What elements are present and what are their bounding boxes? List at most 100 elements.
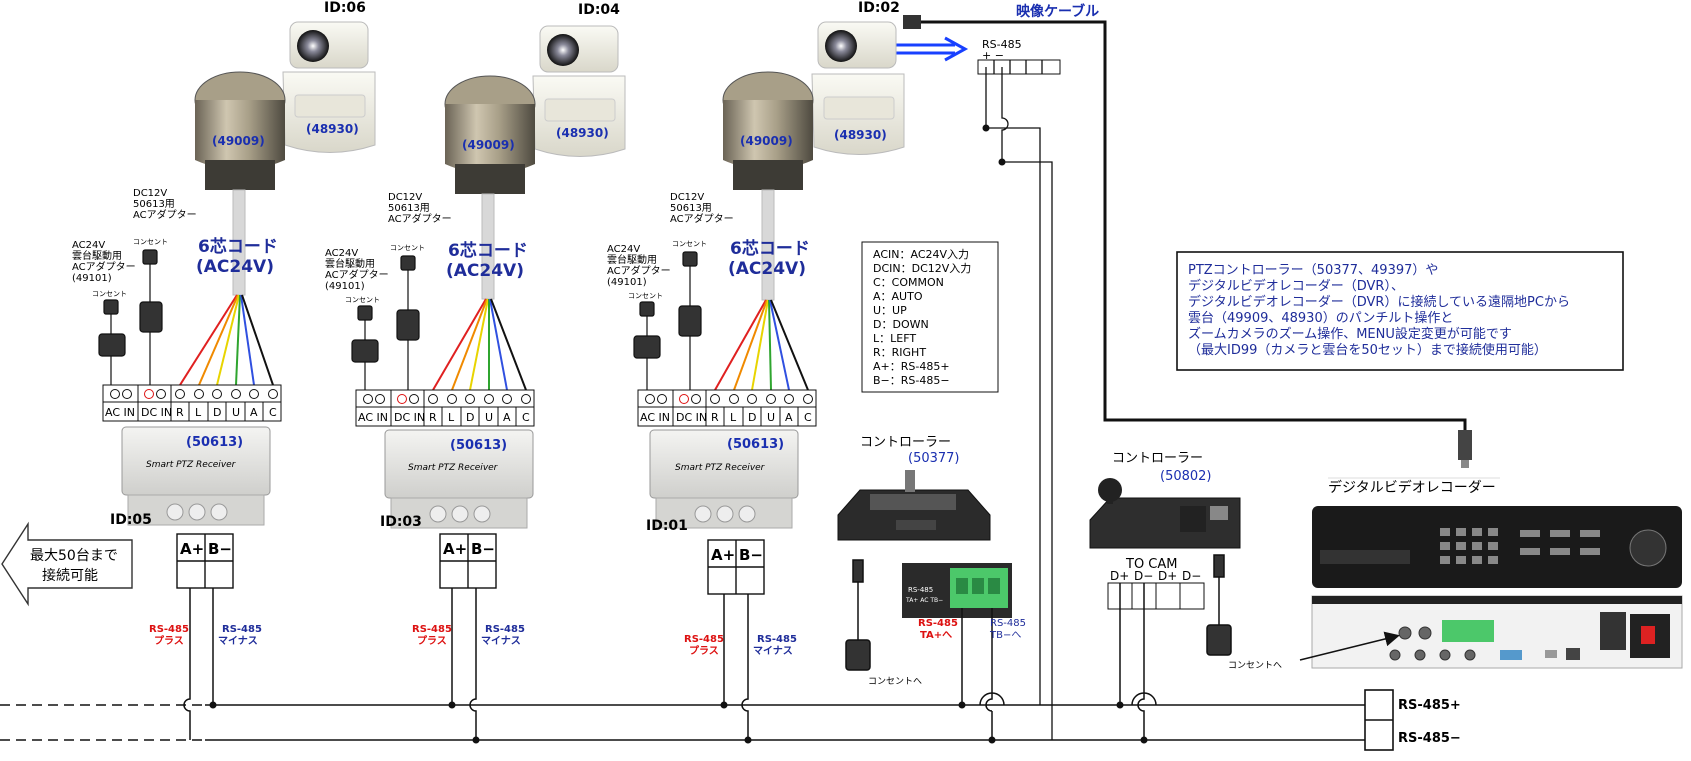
dc-in-label: DC IN bbox=[394, 411, 425, 424]
term-l: L bbox=[730, 411, 737, 424]
rs485-plus-l1: RS-485 bbox=[149, 624, 189, 635]
ac-adapter-l2: 雲台駆動用 bbox=[325, 257, 375, 270]
rs485-plus-l1: RS-485 bbox=[684, 634, 724, 645]
cam-term: D− bbox=[1182, 569, 1201, 583]
camera-id: ID:06 bbox=[324, 0, 366, 16]
term-r: R bbox=[176, 406, 184, 419]
receiver-3: DC12V 50613用 ACアダプター AC24V 雲台駆動用 ACアダプター… bbox=[607, 192, 817, 744]
terminal-strip bbox=[102, 384, 282, 422]
a-plus: A+ bbox=[443, 540, 467, 558]
camera-id: ID:04 bbox=[578, 2, 620, 18]
a-plus: A+ bbox=[711, 546, 735, 564]
cord-voltage: (AC24V) bbox=[446, 261, 524, 281]
receiver-2: DC12V 50613用 ACアダプター AC24V 雲台駆動用 ACアダプター… bbox=[325, 192, 535, 744]
receiver-1: DC12V 50613用 ACアダプター AC24V 雲台駆動用 ACアダプター… bbox=[72, 188, 282, 740]
video-cable bbox=[903, 15, 1472, 468]
rs485-ta-l1: RS-485 bbox=[918, 618, 958, 629]
info-line: デジタルビデオレコーダー（DVR）に接続している遠隔地PCから bbox=[1188, 294, 1570, 310]
dc-adapter-l2: 50613用 bbox=[133, 199, 175, 210]
rs485-plus-l2: プラス bbox=[417, 634, 447, 647]
camera-unit-3: ID:02 (48930) (49009) 6芯コード (AC24V) bbox=[722, 0, 905, 301]
top-rs485-label: RS-485 bbox=[982, 38, 1022, 51]
rs485-minus-l1: RS-485 bbox=[222, 624, 262, 635]
bus-label-minus: RS-485− bbox=[1398, 731, 1461, 746]
ac-adapter-l4: (49101) bbox=[607, 277, 647, 288]
ac-in-label: AC IN bbox=[640, 411, 670, 424]
ac-adapter-l3: ACアダプター bbox=[72, 260, 136, 273]
term-u: U bbox=[232, 406, 240, 419]
dc-in-label: DC IN bbox=[141, 406, 172, 419]
ac-adapter-l2: 雲台駆動用 bbox=[72, 249, 122, 262]
legend-item: U：UP bbox=[873, 304, 907, 317]
rs485-ta-l2: TA+へ bbox=[920, 630, 952, 641]
dvr: デジタルビデオレコーダー bbox=[1299, 477, 1683, 669]
info-line: PTZコントローラー（50377、49397）や bbox=[1188, 263, 1438, 278]
rs485-plus-l2: プラス bbox=[689, 644, 719, 657]
to-cam-label: TO CAM bbox=[1125, 557, 1178, 572]
top-rs485-terminal: RS-485 + − bbox=[977, 38, 1061, 740]
cord-voltage: (AC24V) bbox=[728, 259, 806, 279]
dc-adapter-l2: 50613用 bbox=[670, 203, 712, 214]
cam-term: D− bbox=[1134, 569, 1153, 583]
receiver-model: (50613) bbox=[450, 438, 507, 453]
outlet-label: コンセント bbox=[133, 238, 168, 246]
rs485-minus-l1: RS-485 bbox=[757, 634, 797, 645]
dc-adapter-l1: DC12V bbox=[670, 192, 704, 203]
legend-item: DCIN：DC12V入力 bbox=[873, 262, 971, 275]
info-line: 雲台（49909、48930）のパンチルト操作と bbox=[1188, 310, 1453, 326]
legend-item: L：LEFT bbox=[873, 332, 916, 345]
receiver-id: ID:05 bbox=[110, 512, 152, 528]
rs485-minus-l2: マイナス bbox=[481, 635, 521, 647]
outlet-to-label: コンセントへ bbox=[1228, 660, 1282, 671]
cord-voltage: (AC24V) bbox=[196, 257, 274, 277]
rs485-plus-l1: RS-485 bbox=[412, 624, 452, 635]
terminal-small-l2: TA+ AC TB− bbox=[905, 597, 943, 604]
rs485-plus-l2: プラス bbox=[154, 634, 184, 647]
expansion-arrow: 最大50台まで 接続可能 bbox=[1, 521, 133, 607]
legend-item: R：RIGHT bbox=[873, 346, 926, 359]
top-rs485-signs: + − bbox=[982, 49, 1004, 62]
terminal-small-l1: RS-485 bbox=[908, 586, 933, 594]
camera-unit-1: ID:06 (48930) (49009) 6芯コード (AC24V) bbox=[194, 0, 376, 296]
outlet-to-label: コンセントへ bbox=[868, 676, 922, 687]
pan-head-model: (49009) bbox=[462, 138, 515, 152]
arrow-text-l2: 接続可能 bbox=[42, 567, 98, 584]
legend-item: A：AUTO bbox=[873, 290, 923, 303]
dc-adapter-l2: 50613用 bbox=[388, 203, 430, 214]
legend-box: ACIN：AC24V入力 DCIN：DC12V入力 C：COMMON A：AUT… bbox=[861, 241, 999, 393]
ac-in-label: AC IN bbox=[358, 411, 388, 424]
term-d: D bbox=[213, 406, 221, 419]
ac-adapter-l2: 雲台駆動用 bbox=[607, 253, 657, 266]
term-c: C bbox=[269, 406, 277, 419]
legend-item: A+：RS-485+ bbox=[873, 360, 950, 373]
term-l: L bbox=[448, 411, 455, 424]
legend-item: D：DOWN bbox=[873, 318, 929, 331]
receiver-brand: Smart PTZ Receiver bbox=[146, 460, 237, 470]
dc-adapter-l3: ACアダプター bbox=[133, 208, 197, 221]
controller-model: (50802) bbox=[1160, 469, 1212, 484]
a-plus: A+ bbox=[180, 540, 204, 558]
term-r: R bbox=[711, 411, 719, 424]
controller-50802: コントローラー (50802) TO CAM D+ D− D+ D− コンセント… bbox=[1089, 451, 1282, 744]
ac-adapter-l3: ACアダプター bbox=[607, 264, 671, 277]
rs485-tb-l2: TB−へ bbox=[989, 630, 1021, 641]
bus-label-plus: RS-485+ bbox=[1398, 698, 1461, 713]
controller-label: コントローラー bbox=[1112, 451, 1203, 466]
dc-adapter-l1: DC12V bbox=[133, 188, 167, 199]
cam-head-model: (48930) bbox=[556, 126, 609, 140]
ac-adapter-l1: AC24V bbox=[325, 248, 358, 259]
term-a: A bbox=[785, 411, 793, 424]
outlet-label: コンセント bbox=[345, 296, 380, 304]
cam-head-model: (48930) bbox=[834, 128, 887, 142]
info-line: （最大ID99（カメラと雲台を50セット）まで接続使用可能） bbox=[1188, 342, 1547, 358]
video-arrow bbox=[890, 36, 969, 62]
term-a: A bbox=[250, 406, 258, 419]
receiver-model: (50613) bbox=[186, 435, 243, 450]
pan-head-model: (49009) bbox=[740, 134, 793, 148]
outlet-label: コンセント bbox=[628, 292, 663, 300]
info-line: ズームカメラのズーム操作、MENU設定変更が可能です bbox=[1188, 326, 1512, 342]
receiver-brand: Smart PTZ Receiver bbox=[675, 463, 766, 473]
pan-head-model: (49009) bbox=[212, 134, 265, 148]
term-d: D bbox=[748, 411, 756, 424]
